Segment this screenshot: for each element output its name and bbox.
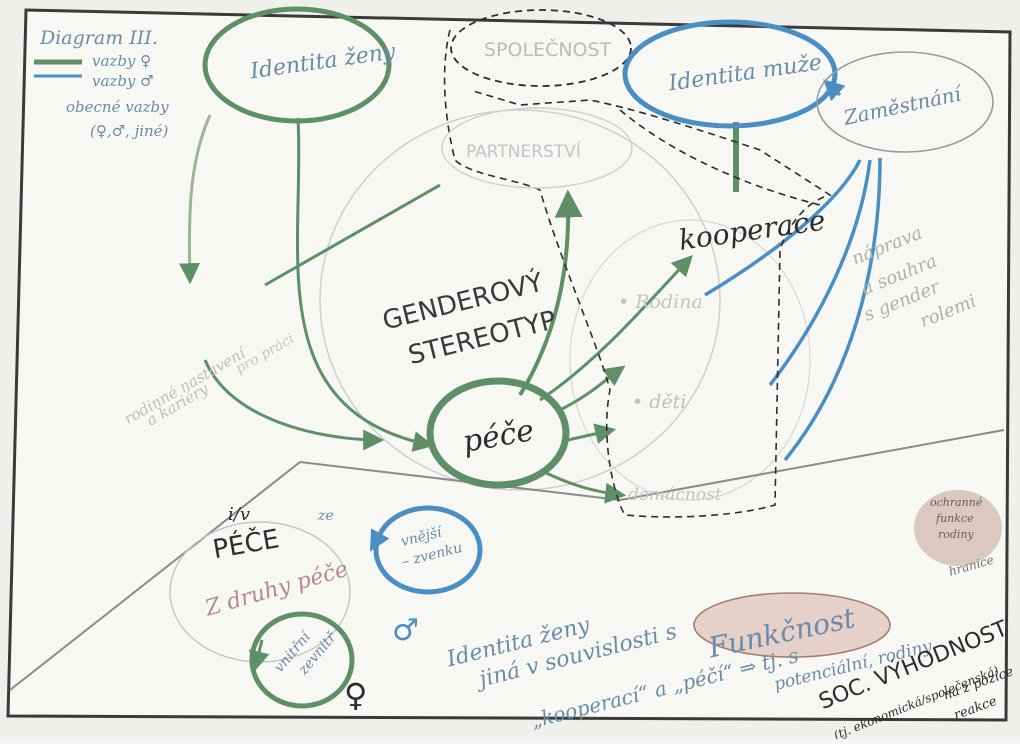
annot-male-symbol: ♂ (392, 613, 419, 648)
paper-sheet (6, 8, 1012, 722)
annot-ochranne-1: ochranné (930, 496, 983, 509)
edge-zamestnani-down-1 (768, 159, 872, 387)
annot-iv: i/v (228, 504, 250, 525)
pencil-boundary-line (9, 429, 1005, 691)
edge-stereotyp-line (264, 183, 441, 287)
edge-pece-to-rodina (559, 365, 626, 412)
edge-pece-to-deti (567, 423, 617, 444)
pencil-shape-right (569, 219, 811, 501)
node-spolecnost-label: SPOLEČNOST (484, 37, 612, 61)
edge-zamestnani-down-2 (783, 157, 882, 462)
legend-line3: obecné vazby (66, 98, 169, 116)
edge-left-to-pece (203, 359, 385, 451)
dashed-boundary-partnerstvi (443, 29, 832, 518)
node-zamestnani-ellipse (816, 51, 994, 153)
node-identita-muze-ellipse (622, 19, 838, 129)
edge-identita-zeny-left (179, 114, 212, 285)
edge-pece-to-kooperace (539, 254, 693, 402)
edge-pece-to-partnerstvi (518, 189, 583, 397)
node-ochranne-ellipse (914, 490, 1002, 566)
legend-line4: (♀,♂, jiné) (90, 122, 169, 140)
legend-title: Diagram III. (39, 27, 158, 49)
node-deti-label: • děti (632, 391, 686, 413)
legend-line1: vazby ♀ (92, 52, 151, 70)
annot-female-symbol: ♀ (344, 676, 367, 714)
node-pece-ellipse (426, 377, 570, 489)
edge-pece-to-domacnost (539, 468, 627, 504)
node-spolecnost-ellipse (450, 9, 632, 87)
node-partnerstvi-ellipse (441, 107, 633, 189)
pencil-shape-center (319, 109, 721, 491)
vnitrni-arrow (248, 639, 270, 673)
legend-line2: vazby ♂ (92, 72, 154, 90)
edge-zamestnani-to-kooperace (704, 159, 862, 297)
node-funkcnost-ellipse (693, 592, 891, 658)
annot-ze: ze (317, 508, 334, 524)
annot-ochranne-3: rodiny (938, 528, 975, 541)
dashed-link-spolecnost-kooperace (619, 109, 821, 206)
node-domacnost-label: domácnost (628, 485, 722, 505)
node-rodina-label: • Rodina (618, 291, 703, 313)
vnejsi-arrow (369, 524, 390, 552)
edge-identita-zeny-to-pece (295, 117, 435, 452)
annot-ochranne-2: funkce (935, 512, 974, 525)
node-partnerstvi-label: PARTNERSTVÍ (466, 140, 581, 162)
node-identita-zeny-ellipse (202, 6, 392, 124)
